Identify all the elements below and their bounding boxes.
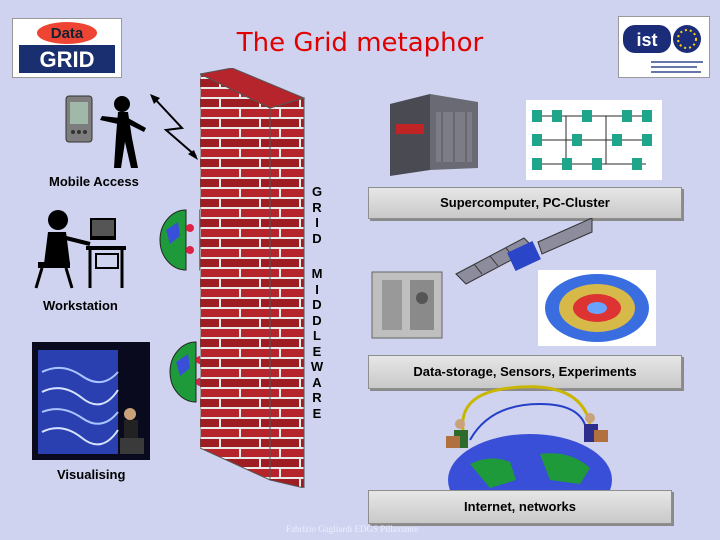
brick-wall — [198, 67, 330, 489]
box-supercomputer-label: Supercomputer, PC-Cluster — [440, 195, 610, 210]
wall-letter: D — [312, 230, 322, 246]
wall-letter: W — [310, 359, 324, 374]
box-internet: Internet, networks — [368, 490, 672, 524]
datagrid-logo: Data GRID — [12, 18, 122, 78]
wall-letter: D — [312, 297, 322, 312]
label-mobile-access: Mobile Access — [49, 174, 139, 189]
wall-letter: E — [312, 343, 322, 359]
label-workstation: Workstation — [43, 298, 118, 313]
footer-credit: Fabrizio Gagliardi EDGS Pillaxsmte — [286, 524, 419, 534]
wall-word-middleware: M I D D L E W A R E — [310, 266, 324, 421]
wall-letter: M — [311, 266, 323, 281]
wall-letter: L — [313, 328, 321, 343]
wall-letter: D — [312, 312, 322, 328]
wall-letter: R — [312, 199, 322, 215]
supercomputer-image — [384, 90, 484, 176]
wall-letter: E — [312, 405, 322, 421]
wall-letter: I — [315, 281, 319, 297]
network-globe-image — [430, 384, 620, 526]
satellite-image — [454, 217, 594, 290]
box-internet-label: Internet, networks — [464, 499, 576, 514]
box-data-storage-label: Data-storage, Sensors, Experiments — [413, 364, 637, 379]
label-visualising: Visualising — [57, 467, 126, 482]
wireless-signal-icon — [150, 92, 200, 162]
detector-experiment-image — [538, 270, 656, 346]
ist-logo-text: ist — [636, 30, 657, 50]
page-title: The Grid metaphor — [236, 28, 484, 58]
box-supercomputer: Supercomputer, PC-Cluster — [368, 187, 682, 219]
wall-letter: G — [311, 184, 323, 199]
workstation-icon — [30, 204, 130, 292]
pda-icon — [60, 92, 100, 152]
wall-word-grid: G R I D — [310, 184, 324, 246]
ist-logo: ist — [618, 16, 710, 78]
box-data-storage: Data-storage, Sensors, Experiments — [368, 355, 682, 389]
wall-letter: A — [312, 374, 322, 390]
visualisation-wall-image — [32, 342, 150, 460]
wall-letter: I — [315, 215, 319, 230]
data-storage-image — [370, 268, 444, 340]
person-silhouette-icon — [98, 92, 158, 170]
wall-letter: R — [312, 390, 322, 405]
datagrid-logo-top-text: Data — [51, 25, 84, 42]
datagrid-logo-bottom-text: GRID — [40, 47, 95, 72]
pc-cluster-diagram — [526, 100, 662, 180]
